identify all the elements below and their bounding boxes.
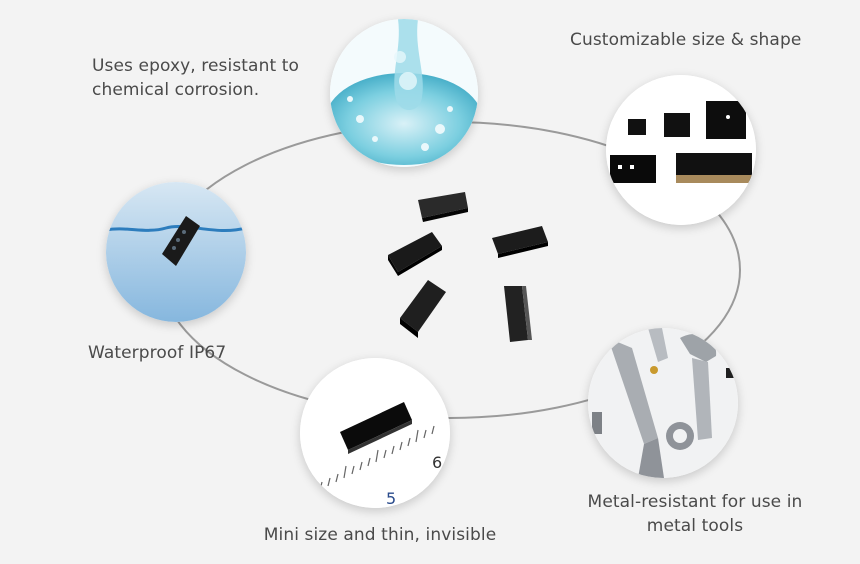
feature-label-epoxy: Uses epoxy, resistant to chemical corros… [92, 56, 299, 100]
feature-label-customizable: Customizable size & shape [570, 30, 802, 50]
tag-2 [388, 232, 442, 276]
tag-3 [492, 226, 548, 258]
tag-in-water-image [106, 182, 246, 322]
tag-1 [418, 192, 468, 222]
ruler-ticks [319, 425, 435, 491]
feature-label-mini: Mini size and thin, invisible [263, 525, 497, 545]
metal-tools-image [588, 328, 738, 478]
black-epoxy-tags-image [388, 192, 548, 342]
tag-4 [400, 280, 446, 338]
ruler-mark-left: 5 [386, 489, 396, 508]
feature-label-metal: Metal-resistant for use in metal tools [587, 492, 803, 536]
ruler-mark-right: 6 [432, 453, 442, 472]
tag-on-ruler-image: 5 6 [300, 358, 450, 508]
assorted-tag-shapes-image [606, 75, 756, 225]
feature-label-waterproof: Waterproof IP67 [88, 343, 227, 363]
tag-5 [504, 286, 532, 342]
epoxy-droplet-image [330, 19, 478, 167]
